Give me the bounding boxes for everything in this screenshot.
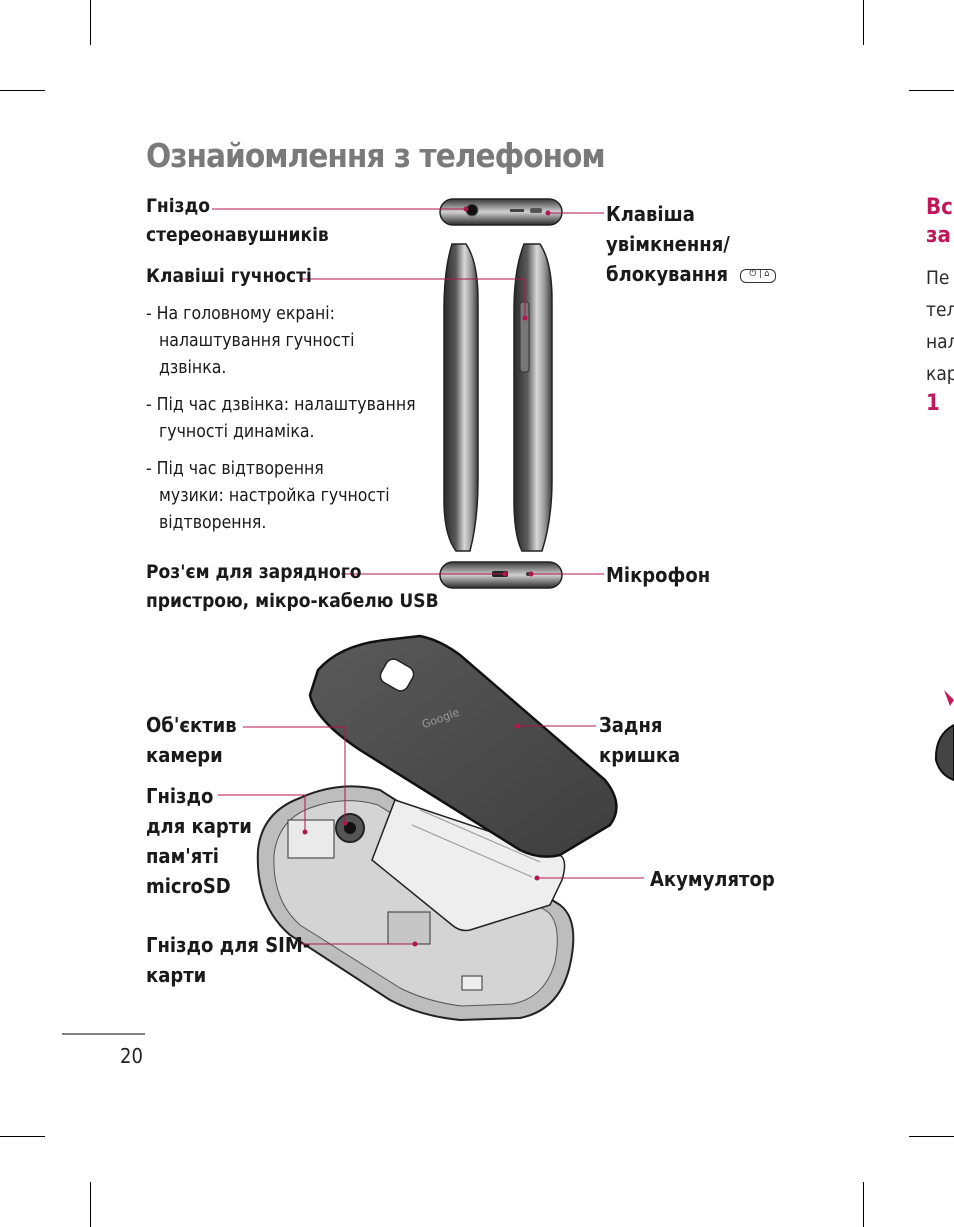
phone-top-edge <box>439 198 563 226</box>
crop-mark <box>0 1136 45 1137</box>
label-camera-lens: Об'єктив камери <box>146 713 237 767</box>
label-sim-slot: Гніздо для SIM- карти <box>146 933 311 987</box>
page-number: 20 <box>120 1044 143 1068</box>
crop-mark <box>90 0 91 45</box>
power-lock-icon: ⏻ | ⌂ <box>740 268 777 283</box>
label-volume-keys: Клавіші гучності <box>146 265 312 287</box>
phone-body <box>256 785 575 1022</box>
label-back-cover: Задня кришка <box>599 713 681 767</box>
label-sd-slot: Гніздо для карти пам'яті microSD <box>146 784 252 898</box>
page-title: Ознайомлення з телефоном <box>146 136 606 175</box>
label-charger-port: Роз'єм для зарядного пристрою, мікро-каб… <box>146 561 439 612</box>
leader-dots <box>302 206 551 947</box>
sidebar-body: Пе тел нал кар <box>926 267 954 385</box>
partial-phone-image <box>934 690 954 782</box>
battery-image <box>371 799 566 932</box>
phone-bottom-edge <box>439 561 563 589</box>
crop-mark <box>90 1182 91 1227</box>
leader-lines <box>212 208 644 945</box>
back-cover-image: Google <box>308 634 618 858</box>
phone-right-side <box>513 243 553 552</box>
phone-left-side <box>443 243 479 552</box>
crop-mark <box>909 90 954 91</box>
crop-mark <box>863 0 864 45</box>
volume-bullets: - На головному екрані: налаштування гучн… <box>146 301 436 537</box>
bullet-home: - На головному екрані: налаштування гучн… <box>146 304 355 378</box>
label-power-key: Клавіша увімкнення/ блокування ⏻ | ⌂ <box>606 199 777 289</box>
bullet-music: - Під час відтворення музики: настройка … <box>146 459 390 533</box>
sidebar-step-number: 1 <box>926 391 940 416</box>
bullet-call: - Під час дзвінка: налаштування гучності… <box>146 395 416 442</box>
crop-mark <box>863 1182 864 1227</box>
label-microphone: Мікрофон <box>606 563 711 587</box>
sidebar-heading: Вс за <box>926 195 953 248</box>
crop-mark <box>909 1136 954 1137</box>
crop-mark <box>0 90 45 91</box>
label-battery: Акумулятор <box>650 867 775 891</box>
label-headset-jack: Гніздо стереонавушників <box>146 195 329 246</box>
